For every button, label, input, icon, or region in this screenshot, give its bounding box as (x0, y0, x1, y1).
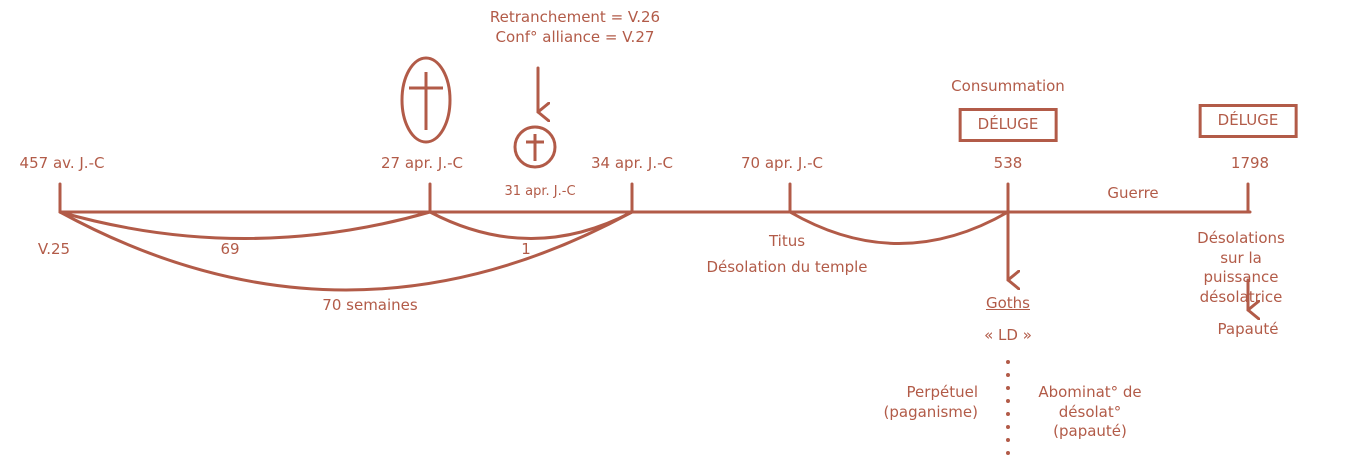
retranchement-label: Retranchement = V.26 (489, 8, 661, 26)
arc-1-week (428, 210, 634, 240)
conf-alliance-label: Conf° alliance = V.27 (495, 27, 655, 46)
desolations-puissance-label: Désolations sur la puissance désolatrice (1197, 229, 1285, 306)
arc-70-to-538 (788, 210, 1010, 245)
date-457-label: 457 av. J.-C (19, 154, 105, 172)
desolation-temple-label: Désolation du temple (706, 258, 868, 276)
span-69-label: 69 (220, 240, 240, 258)
consummation-label: Consummation (951, 77, 1065, 95)
date-1798-label: 1798 (1230, 154, 1270, 172)
deluge-box-1798: DÉLUGE (1198, 104, 1298, 138)
arc-70-weeks (58, 210, 634, 292)
ld-label: « LD » (984, 326, 1032, 344)
date-27-label: 27 apr. J.-C (381, 154, 463, 172)
date-70-label: 70 apr. J.-C (741, 154, 823, 172)
date-31-label: 31 apr. J.-C (504, 184, 576, 199)
abomination-label: Abominat° de désolat° (papauté) (1038, 383, 1142, 440)
guerre-label: Guerre (1107, 184, 1159, 202)
perpetuel-label: Perpétuel (paganisme) (883, 383, 978, 421)
verse-25-label: V.25 (37, 240, 71, 258)
deluge-box-538: DÉLUGE (958, 108, 1058, 142)
goths-label: Goths (985, 294, 1031, 312)
span-1-label: 1 (521, 240, 531, 258)
top-note: Retranchement = V.26 Conf° alliance = V.… (490, 8, 660, 47)
titus-label: Titus (768, 232, 806, 250)
cross-in-oval-icon (400, 56, 452, 144)
date-34-label: 34 apr. J.-C (591, 154, 673, 172)
arc-69-weeks (58, 210, 432, 240)
date-538-label: 538 (993, 154, 1023, 172)
cross-in-circle-icon (513, 125, 557, 169)
papaute-label: Papauté (1217, 320, 1279, 338)
span-70-weeks-label: 70 semaines (322, 296, 418, 314)
